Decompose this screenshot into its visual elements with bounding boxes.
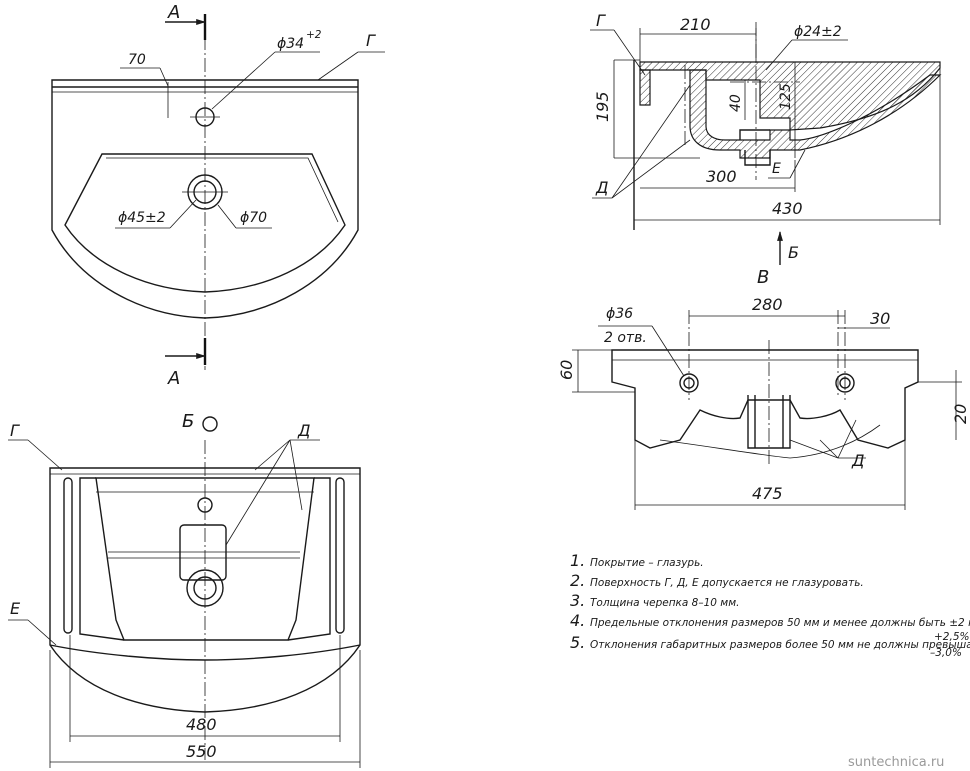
dim-phi70: ϕ70 [240, 210, 267, 226]
view-v-front: В 280 30 ϕ36 2 отв. 60 [557, 267, 970, 510]
section-surface-g: Г [596, 11, 606, 30]
note-5-text: Отклонения габаритных размеров более 50 … [590, 639, 970, 651]
dim-phi36: ϕ36 [606, 306, 633, 322]
dim-two-holes: 2 отв. [604, 330, 647, 346]
note-1-num: 1. [570, 551, 585, 570]
dim-125: 125 [778, 83, 794, 110]
dim-300: 300 [706, 167, 737, 186]
dim-480: 480 [186, 715, 217, 734]
note-4-num: 4. [570, 611, 585, 630]
note-4-text: Предельные отклонения размеров 50 мм и м… [590, 617, 970, 629]
section-a-bottom-label: А [167, 368, 180, 389]
view-section-a: 210 ϕ24±2 195 40 125 300 430 Г Д Е [590, 11, 942, 265]
bottom-surface-g: Г [10, 421, 20, 440]
note-5-tol-plus: +2,5% [934, 631, 969, 643]
view-v-title: В [757, 267, 769, 288]
surface-g-label: Г [366, 31, 376, 50]
view-v-surface-d: Д [851, 451, 865, 470]
note-3-num: 3. [570, 591, 585, 610]
dim-70: 70 [128, 52, 146, 68]
note-2-num: 2. [570, 571, 585, 590]
view-b-bottom: Б Г Д Е [8, 411, 361, 768]
dim-phi24: ϕ24±2 [794, 24, 842, 40]
view-top-plan: А А 70 ϕ34 +2 Г ϕ45±2 ϕ70 [51, 2, 385, 389]
dim-430: 430 [772, 199, 803, 218]
watermark: suntechnica.ru [848, 755, 944, 770]
dim-60: 60 [557, 360, 576, 380]
dim-phi34: ϕ34 [277, 36, 304, 52]
note-5-tol-minus: –3,0% [930, 647, 962, 659]
note-1-text: Покрытие – глазурь. [590, 557, 704, 569]
bottom-surface-e: Е [10, 599, 21, 618]
note-3-text: Толщина черепка 8–10 мм. [590, 597, 739, 609]
section-a-top-label: А [167, 2, 180, 23]
view-b-arrow-label: Б [788, 243, 799, 262]
notes-block: 1. Покрытие – глазурь. 2. Поверхность Г,… [570, 551, 970, 659]
bottom-surface-d: Д [297, 421, 311, 440]
note-5-num: 5. [570, 633, 585, 652]
section-surface-e: Е [772, 161, 781, 177]
dim-195: 195 [593, 91, 612, 122]
view-b-title: Б [182, 411, 194, 432]
note-2-text: Поверхность Г, Д, Е допускается не глазу… [590, 577, 864, 589]
dim-phi45: ϕ45±2 [118, 210, 166, 226]
dim-550: 550 [186, 742, 217, 761]
dim-280: 280 [752, 295, 783, 314]
dim-phi34-tolerance: +2 [306, 29, 322, 41]
dim-40: 40 [728, 94, 744, 112]
dim-210: 210 [680, 15, 711, 34]
dim-30: 30 [870, 309, 890, 328]
section-surface-d: Д [595, 178, 609, 197]
dim-475: 475 [752, 484, 783, 503]
dim-20: 20 [951, 404, 970, 424]
